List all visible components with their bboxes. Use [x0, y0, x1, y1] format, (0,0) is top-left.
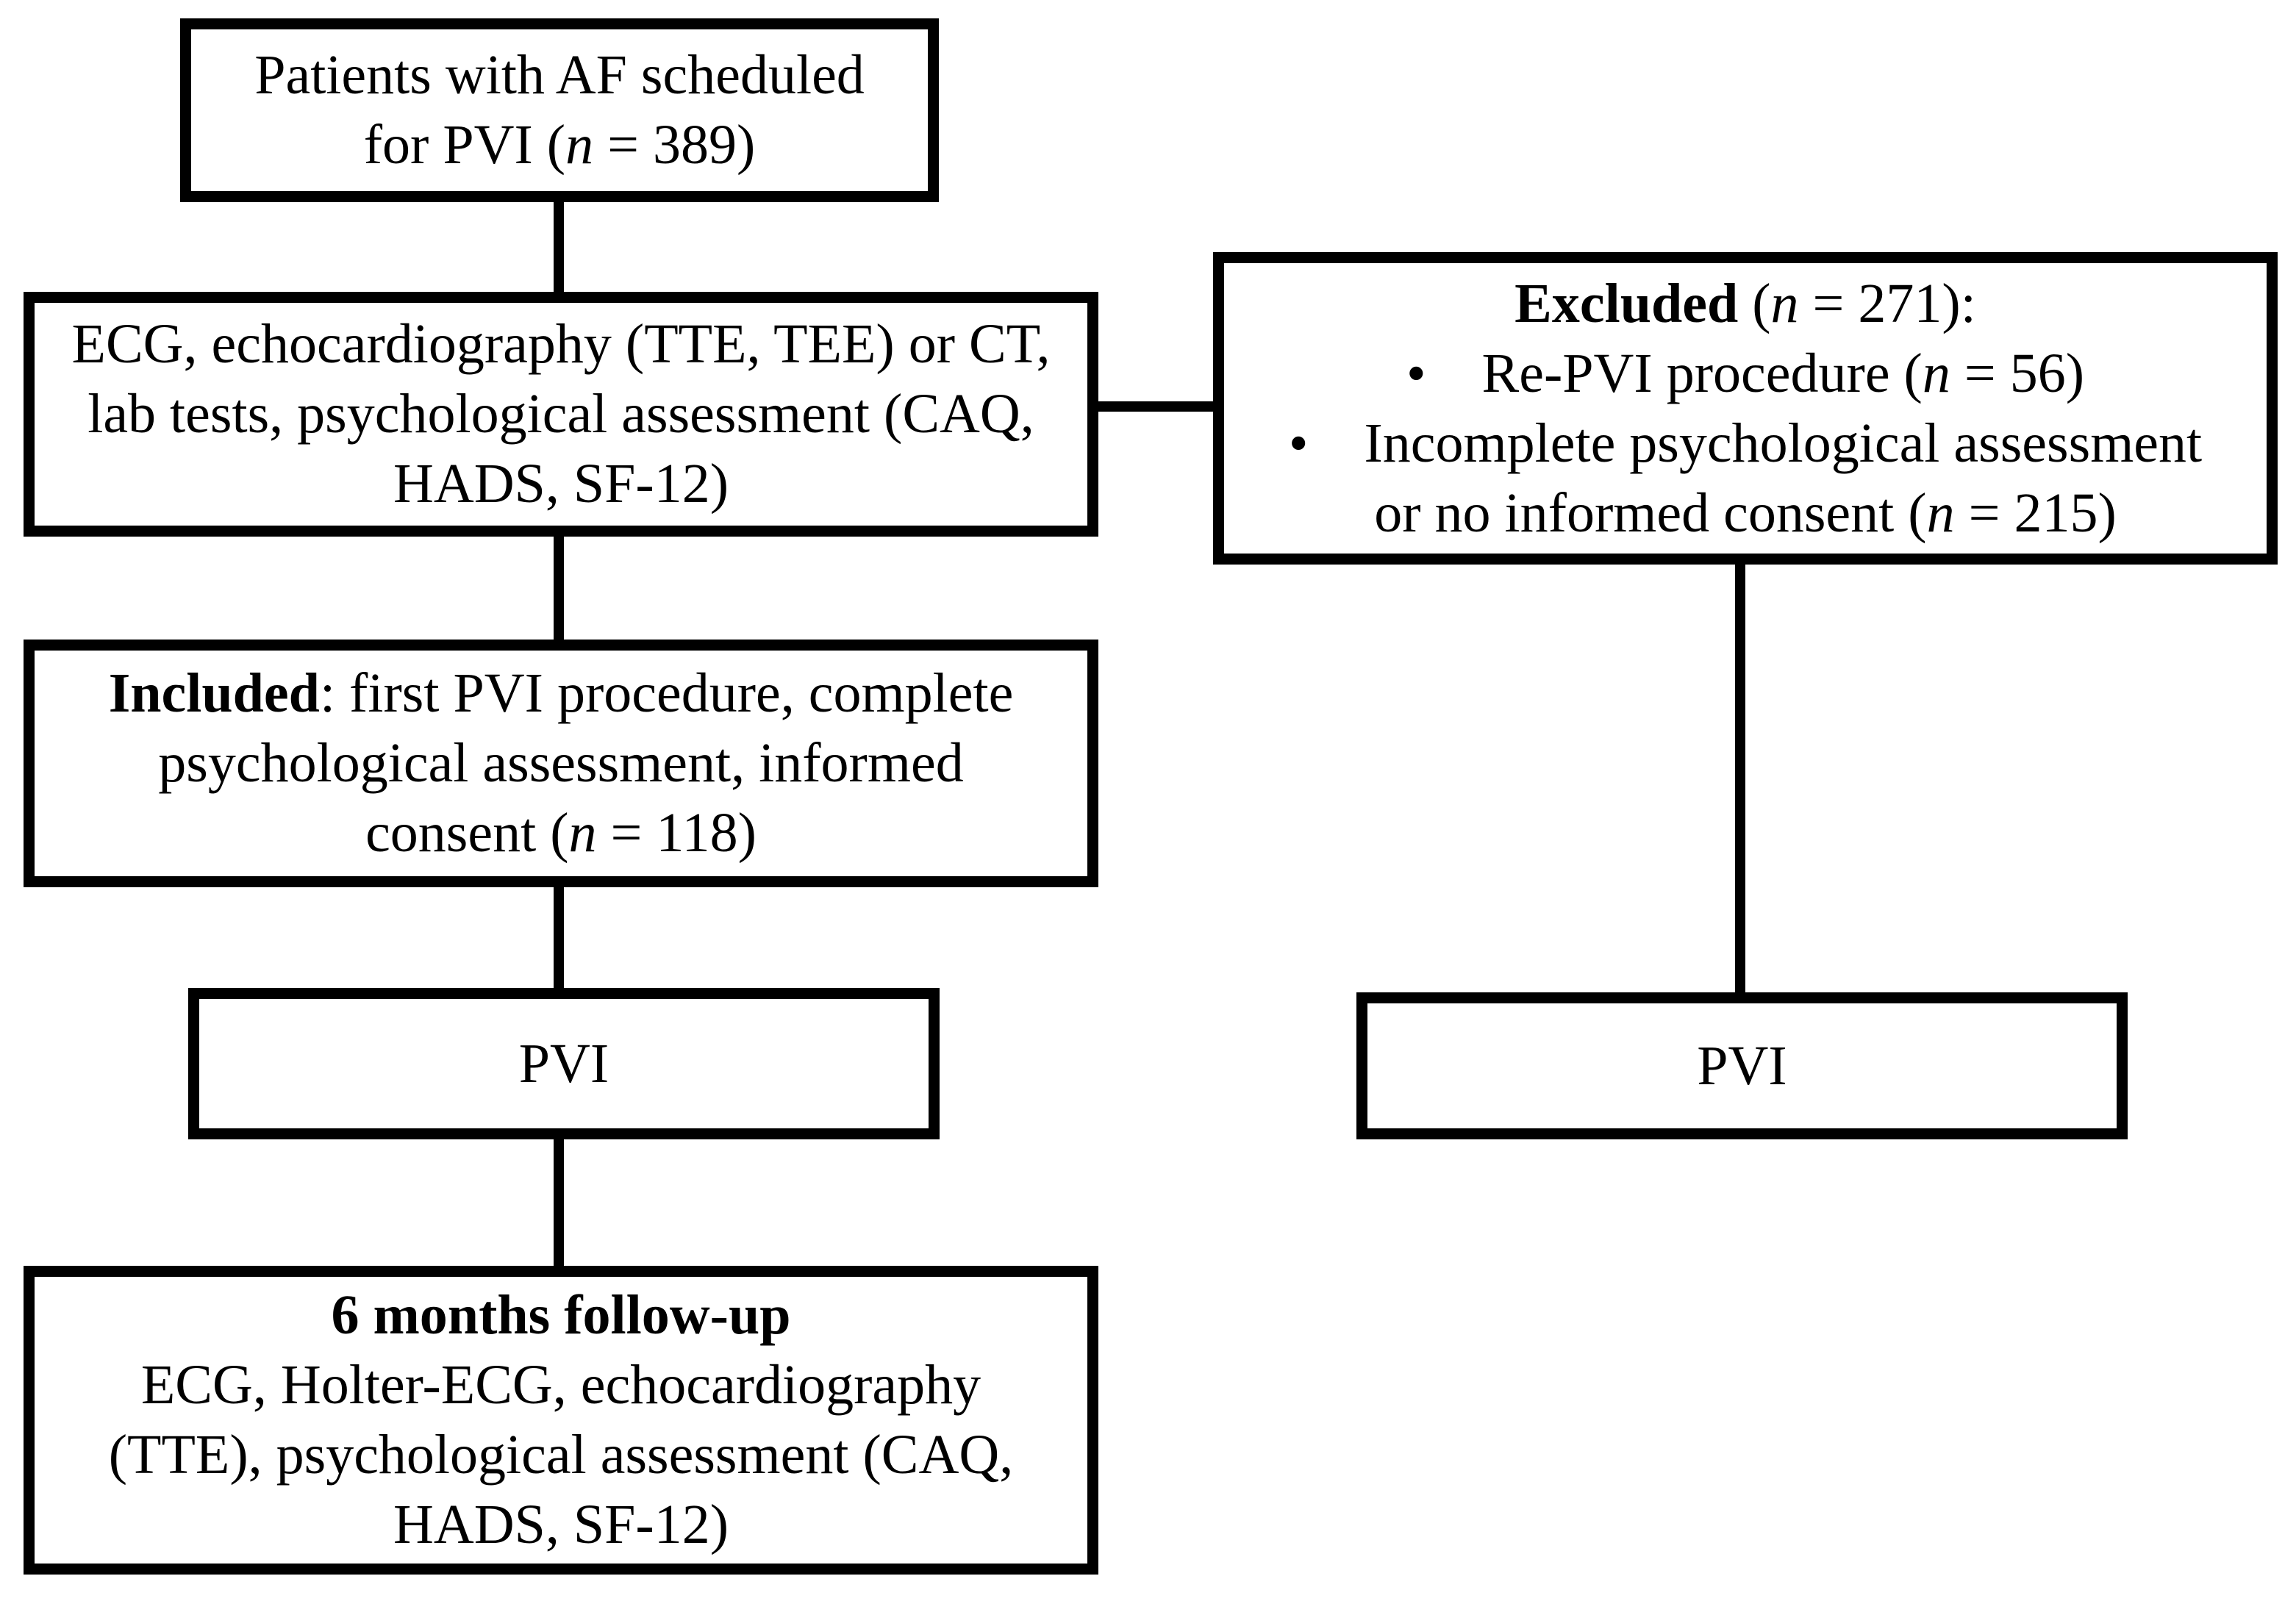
box-line: Excluded (n = 271):	[1514, 272, 1976, 334]
box-line-bullet: • Incomplete psychological assessment	[1288, 412, 2203, 474]
box-line: or no informed consent (n = 215)	[1374, 481, 2117, 544]
flow-box-excluded: Excluded (n = 271): • Re-PVI procedure (…	[1213, 252, 2278, 565]
box-line: HADS, SF-12)	[393, 1494, 729, 1555]
box-line: Included: first PVI procedure, complete	[108, 662, 1014, 724]
box-line: 6 months follow-up	[331, 1284, 791, 1346]
flow-box-included: Included: first PVI procedure, complete …	[24, 640, 1098, 887]
box-line: ECG, Holter-ECG, echocardiography	[140, 1354, 981, 1416]
box-line: for PVI (n = 389)	[363, 114, 756, 176]
box-line: Patients with AF scheduled	[254, 44, 865, 106]
connector-excluded-to-pvi	[1735, 560, 1745, 997]
flow-box-pvi-excluded-arm: PVI	[1356, 992, 2128, 1139]
connector-patients-to-diagnostics	[554, 197, 564, 296]
connector-diagnostics-to-excluded	[1094, 401, 1217, 412]
box-line: PVI	[518, 1032, 609, 1095]
box-line: (TTE), psychological assessment (CAQ,	[108, 1424, 1014, 1486]
flow-box-baseline-diagnostics: ECG, echocardiography (TTE, TEE) or CT, …	[24, 292, 1098, 537]
box-line: PVI	[1697, 1034, 1787, 1097]
box-line: lab tests, psychological assessment (CAQ…	[87, 383, 1034, 445]
flow-box-followup: 6 months follow-up ECG, Holter-ECG, echo…	[24, 1266, 1098, 1575]
box-line-bullet: • Re-PVI procedure (n = 56)	[1406, 342, 2085, 404]
box-line: HADS, SF-12)	[393, 453, 729, 515]
flow-box-patients: Patients with AF scheduled for PVI (n = …	[180, 18, 939, 202]
connector-pvi-to-followup	[554, 1135, 564, 1270]
box-line: psychological assessment, informed	[158, 732, 964, 794]
box-line: consent (n = 118)	[365, 802, 757, 864]
connector-diagnostics-to-included	[554, 532, 564, 644]
box-line: ECG, echocardiography (TTE, TEE) or CT,	[71, 313, 1051, 375]
connector-included-to-pvi	[554, 883, 564, 992]
flow-box-pvi-included-arm: PVI	[188, 988, 940, 1139]
